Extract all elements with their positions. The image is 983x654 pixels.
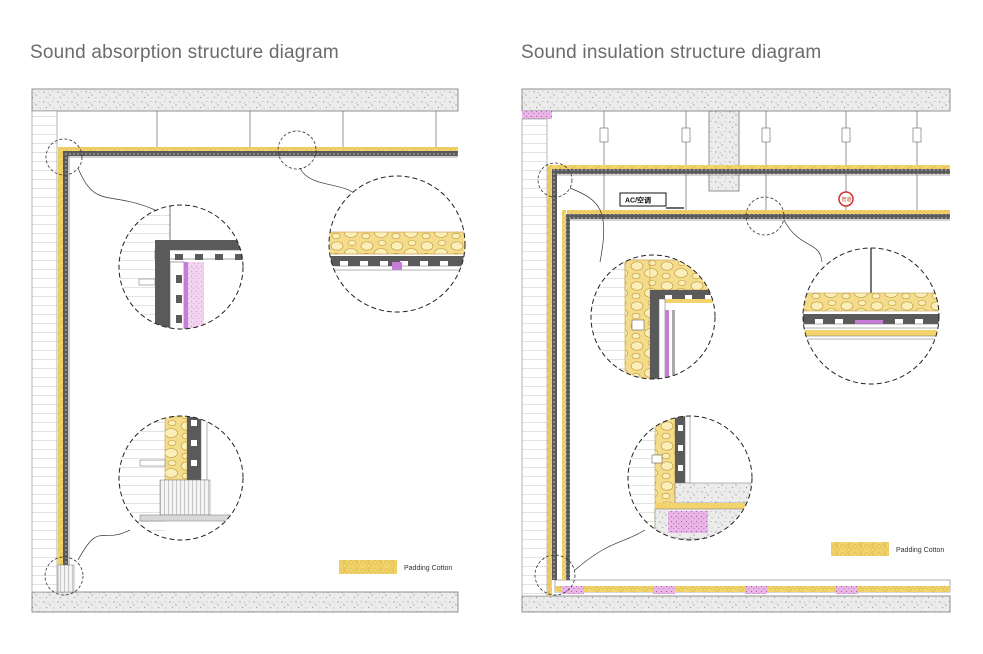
ceiling-slab bbox=[31, 88, 459, 112]
ac-unit-label: AC/空调 bbox=[625, 196, 651, 205]
legend-swatch-right bbox=[831, 542, 889, 556]
legend-label-right: Padding Cotton bbox=[896, 547, 944, 554]
floor-slab bbox=[31, 591, 459, 613]
title-sound-insulation: Sound insulation structure diagram bbox=[521, 42, 822, 63]
left-diagram: Padding Cotton bbox=[31, 88, 466, 613]
title-sound-absorption: Sound absorption structure diagram bbox=[30, 42, 339, 63]
legend-label-left: Padding Cotton bbox=[404, 565, 452, 572]
floor-slab-right bbox=[521, 595, 951, 613]
pipe-label: 管道 bbox=[842, 196, 852, 203]
detail-ceiling-absorption bbox=[329, 176, 465, 312]
ceiling-cotton bbox=[58, 147, 458, 151]
detail-floor-absorption bbox=[119, 416, 243, 540]
brick-wall bbox=[31, 110, 58, 593]
detail-corner-insulation bbox=[591, 255, 715, 379]
right-diagram: AC/空调 管道 bbox=[521, 88, 951, 613]
detail-floor-insulation bbox=[628, 416, 752, 540]
detail-corner-absorption bbox=[119, 205, 243, 329]
brick-wall-right bbox=[521, 118, 548, 597]
ac-unit-box bbox=[619, 192, 667, 207]
pipe-icon bbox=[838, 191, 854, 207]
ceiling-panel bbox=[58, 151, 458, 156]
ceiling-slab-right bbox=[521, 88, 951, 112]
detail-ceiling-insulation bbox=[803, 248, 939, 384]
legend-swatch-left bbox=[339, 560, 397, 574]
wall-cotton bbox=[58, 147, 63, 592]
wall-panel bbox=[63, 151, 68, 581]
ceiling-hangers bbox=[156, 111, 437, 147]
duct-column bbox=[708, 110, 740, 192]
